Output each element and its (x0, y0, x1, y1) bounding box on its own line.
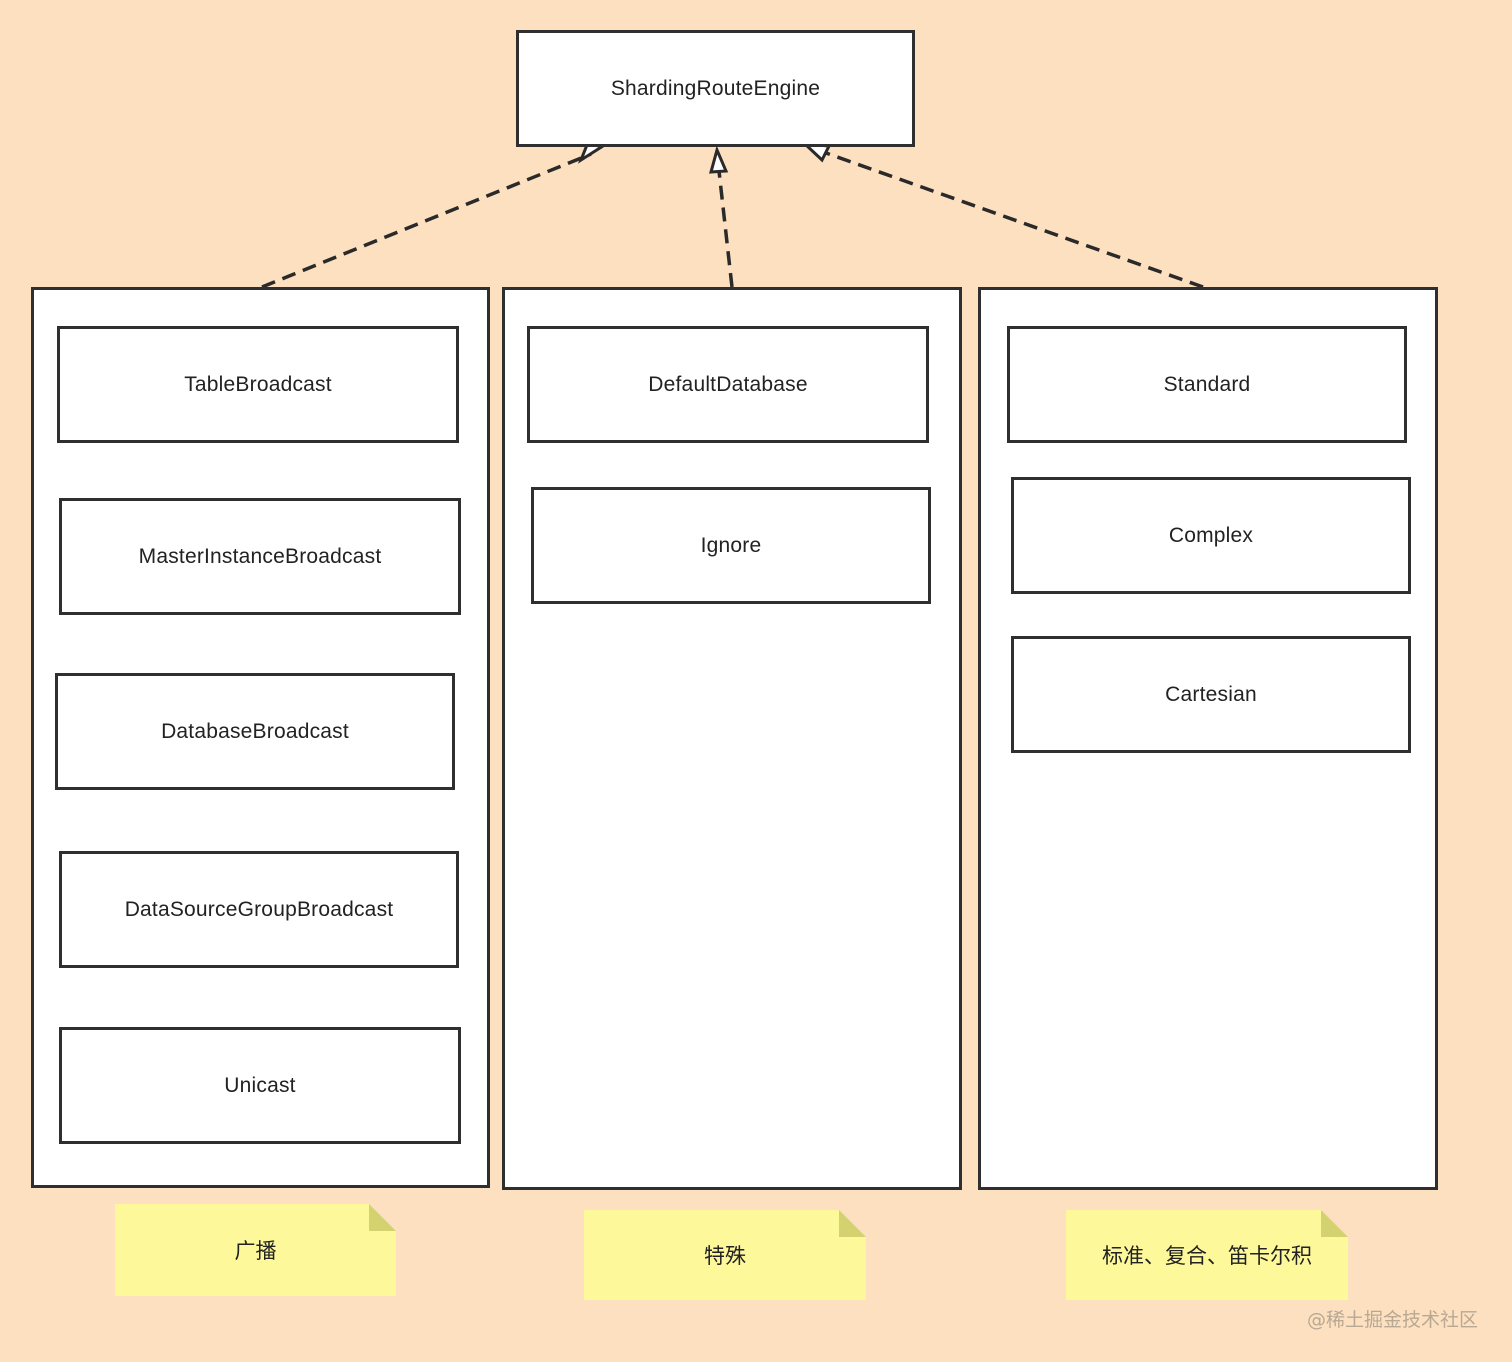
master-instance-broadcast-box: MasterInstanceBroadcast (59, 498, 461, 615)
unicast-label: Unicast (224, 1073, 296, 1097)
ignore-box: Ignore (531, 487, 931, 604)
complex-label: Complex (1168, 523, 1254, 547)
data-source-group-broadcast-label: DataSourceGroupBroadcast (124, 897, 394, 921)
table-broadcast-box: TableBroadcast (57, 326, 459, 443)
watermark: @稀土掘金技术社区 (1306, 1309, 1478, 1331)
connector-broadcast (261, 152, 592, 289)
sharding-route-engine-box: ShardingRouteEngine (516, 30, 915, 147)
database-broadcast-box: DatabaseBroadcast (55, 673, 455, 790)
connector-standard (825, 151, 1204, 289)
default-database-box: DefaultDatabase (527, 326, 929, 443)
broadcast-note: 广播 (115, 1204, 396, 1296)
database-broadcast-label: DatabaseBroadcast (161, 719, 349, 743)
special-note: 特殊 (584, 1210, 866, 1300)
standard-label: Standard (1163, 372, 1251, 396)
special-note-label: 特殊 (704, 1244, 746, 1268)
arrowhead-broadcast (577, 143, 608, 164)
master-instance-broadcast-label: MasterInstanceBroadcast (138, 544, 382, 568)
note-fold-corner (369, 1204, 396, 1231)
note-fold-corner (1321, 1210, 1348, 1237)
ignore-label: Ignore (700, 533, 762, 557)
standard-note: 标准、复合、笛卡尔积 (1066, 1210, 1348, 1300)
broadcast-note-label: 广播 (234, 1239, 277, 1263)
standard-note-label: 标准、复合、笛卡尔积 (1102, 1244, 1312, 1268)
data-source-group-broadcast-box: DataSourceGroupBroadcast (59, 851, 459, 968)
complex-box: Complex (1011, 477, 1411, 594)
note-fold-corner (839, 1210, 866, 1237)
sharding-route-engine-label: ShardingRouteEngine (610, 76, 821, 100)
default-database-label: DefaultDatabase (648, 372, 808, 396)
unicast-box: Unicast (59, 1027, 461, 1144)
table-broadcast-label: TableBroadcast (184, 372, 332, 396)
cartesian-box: Cartesian (1011, 636, 1411, 753)
arrowhead-special (708, 145, 729, 174)
cartesian-label: Cartesian (1165, 682, 1257, 706)
standard-box: Standard (1007, 326, 1407, 443)
connector-special (717, 170, 734, 288)
